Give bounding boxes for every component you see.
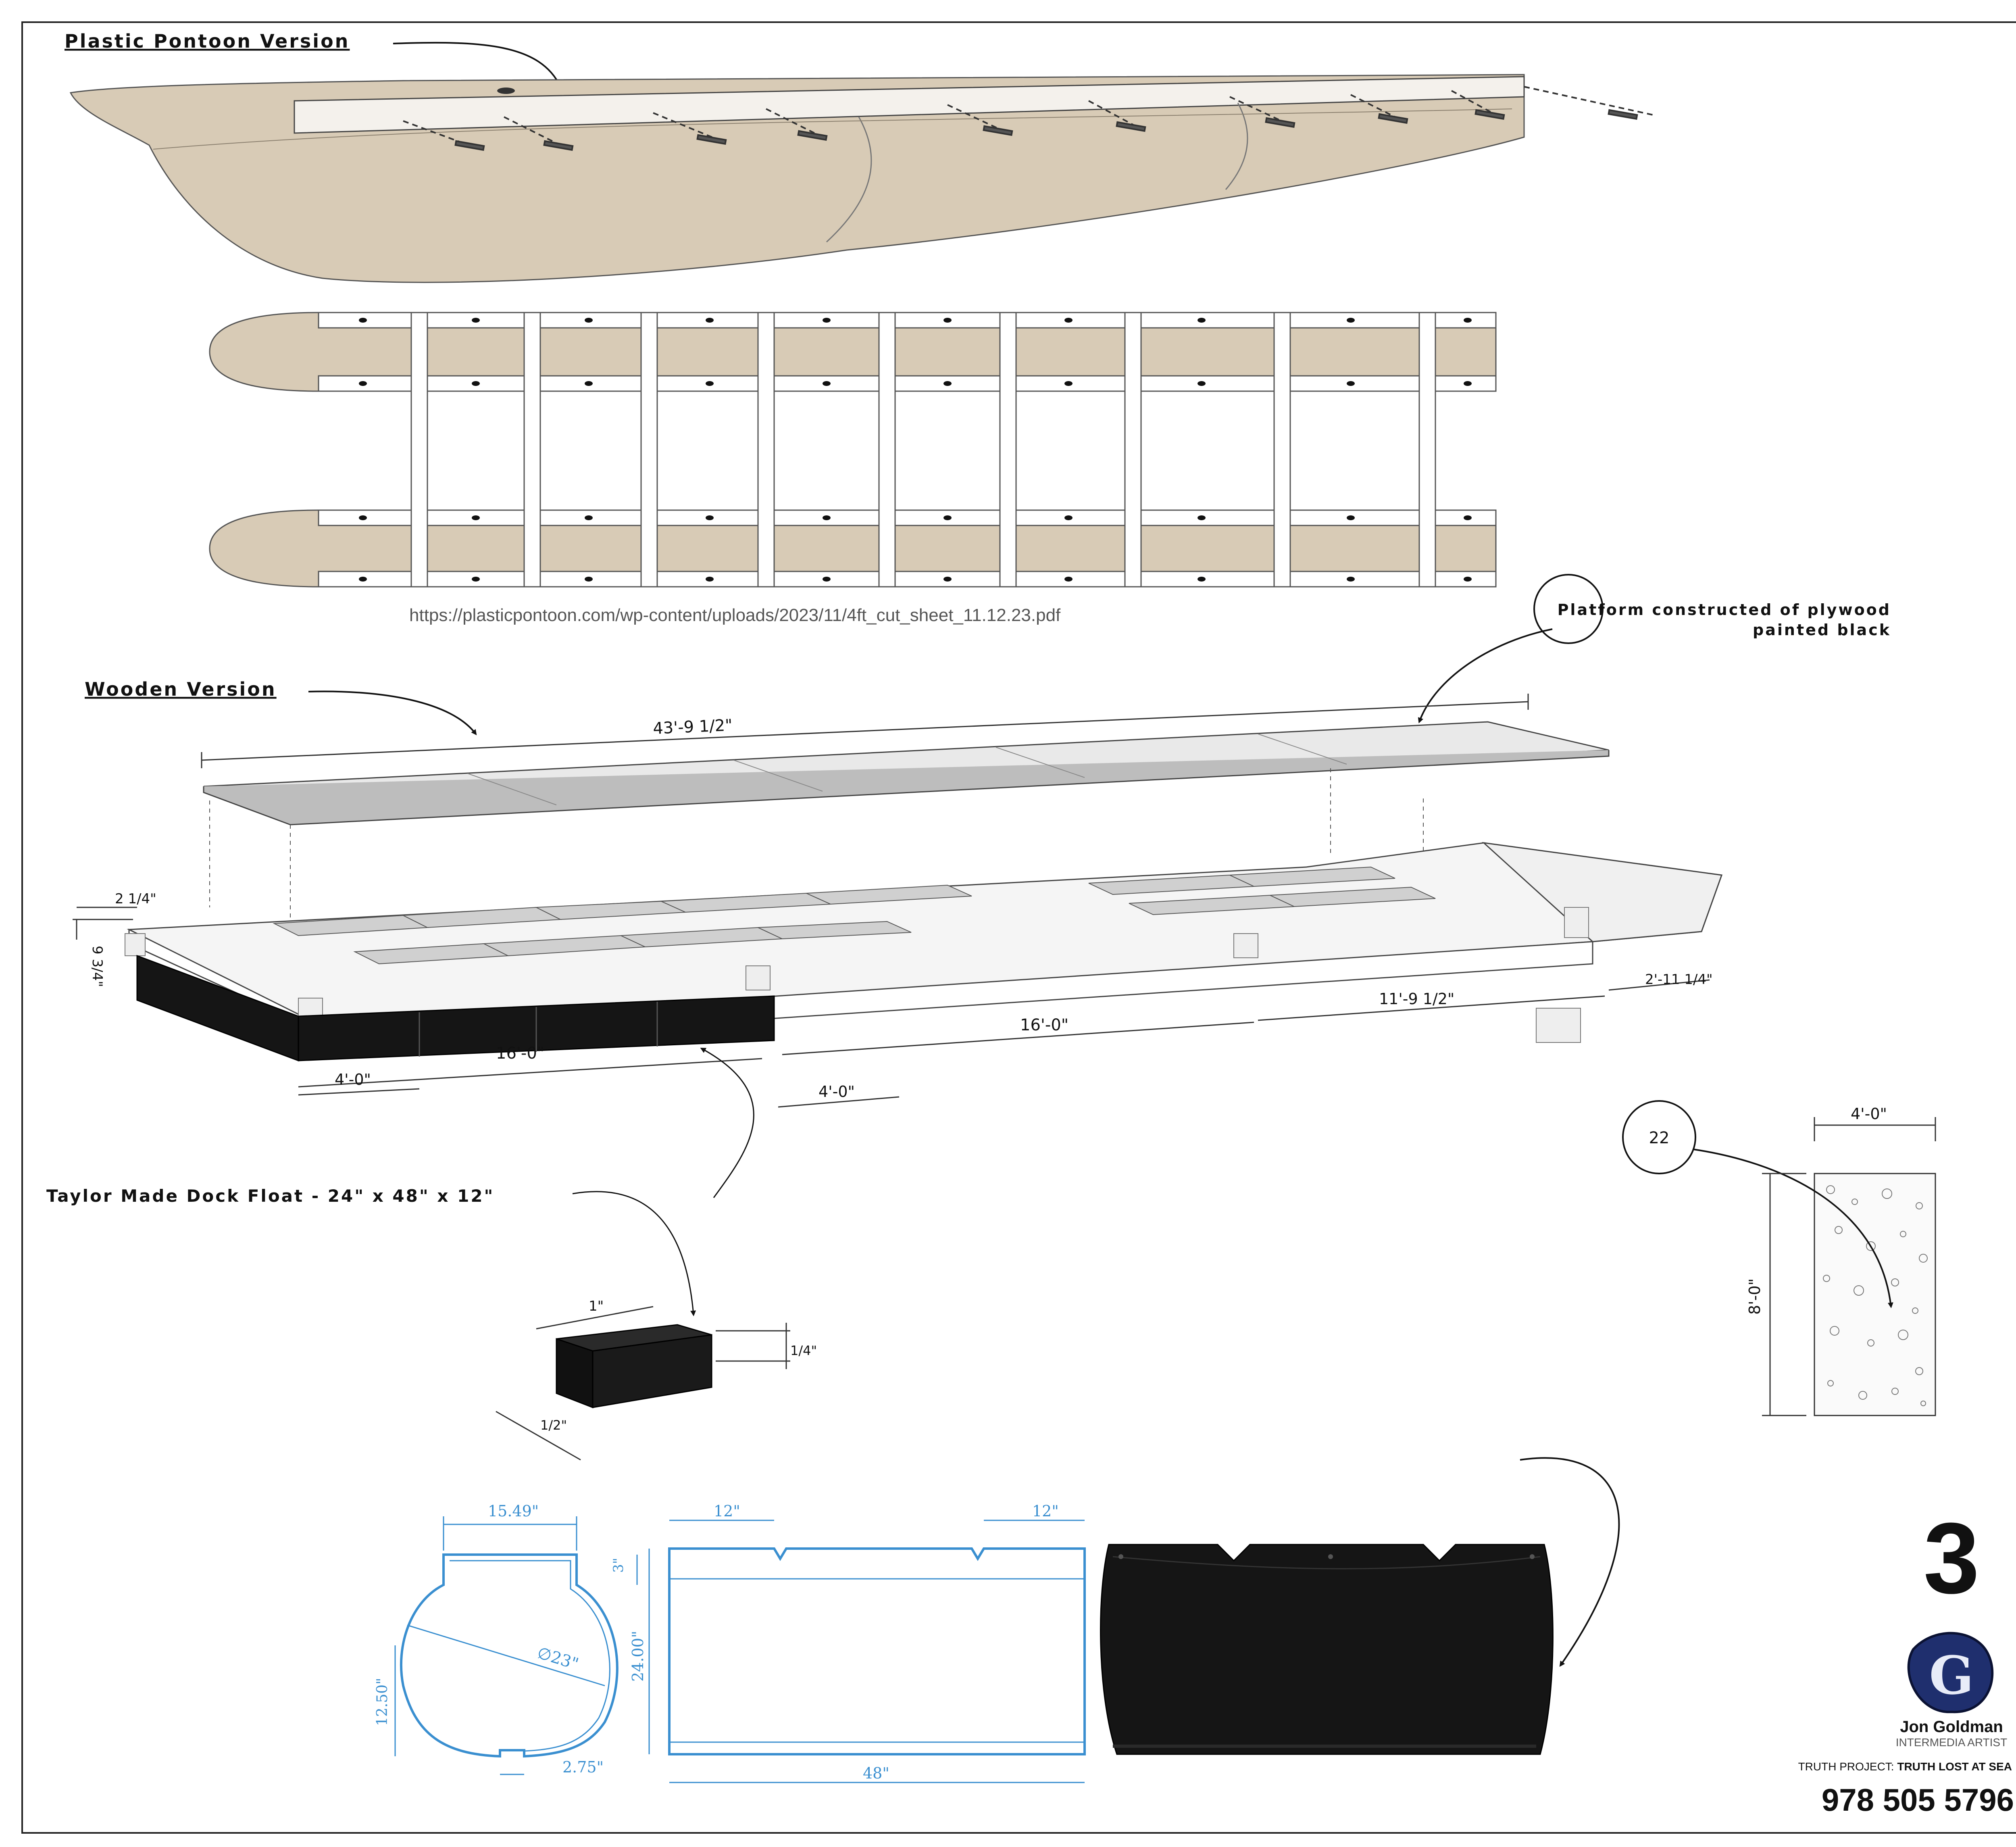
platform-label-line2: painted black [1753, 621, 1891, 639]
source-url: https://plasticpontoon.com/wp-content/up… [409, 605, 1061, 625]
float-render [1100, 1457, 1620, 1755]
phone-number: 978 505 5796 [1822, 1782, 2014, 1818]
foam-panel [1814, 1173, 1936, 1416]
pontoon-plan-view [209, 312, 1497, 588]
panel-arrow [1693, 1149, 1893, 1308]
side-left-notch: 12" [714, 1502, 740, 1520]
panel-detail: 22 4'-0" 8'-0" [1622, 1100, 1936, 1416]
platform-label-line1: Platform constructed of plywood [1558, 601, 1891, 619]
platform-marker-circle [1533, 574, 1604, 644]
side-height: 24.00" [629, 1631, 647, 1682]
dim-float-side: 1/4" [790, 1343, 817, 1358]
wooden-version-label: Wooden Version [85, 678, 277, 700]
dim-float-section: 16'-0" [496, 1044, 544, 1063]
dim-side-height: 9 3/4" [89, 946, 105, 987]
panel-marker-circle [1622, 1100, 1696, 1174]
float-callout-arrow [700, 1048, 754, 1198]
float-label: Taylor Made Dock Float - 24" x 48" x 12" [46, 1186, 494, 1206]
profile-notch-width: 2.75" [562, 1758, 604, 1776]
artist-logo: G [1907, 1632, 1994, 1714]
panel-marker: 22 [1649, 1129, 1670, 1147]
float-side-view: 12" 12" 24.00" 48" [629, 1502, 1086, 1783]
platform-callout: Platform constructed of plywood painted … [1418, 574, 1891, 723]
dim-bow-section: 11'-9 1/2" [1379, 990, 1454, 1008]
plastic-version-arrow [393, 42, 562, 88]
dim-float-unit: 4'-0" [335, 1071, 371, 1088]
float-profile-view: 15.49" 3" ∅23" 12.50" 2.75" [374, 1502, 638, 1776]
artist-title: INTERMEDIA ARTIST [1896, 1736, 2007, 1749]
platform-arrow [1418, 628, 1553, 723]
profile-lower-height: 12.50" [374, 1678, 391, 1726]
dock-float-detail: 1" 1/4" 1/2" [496, 1298, 817, 1461]
svg-text:G: G [1929, 1645, 1974, 1706]
side-right-notch: 12" [1032, 1502, 1059, 1520]
dim-panel-height: 8'-0" [1746, 1278, 1764, 1315]
pontoon-3d-view [69, 74, 1525, 283]
dim-float-top: 1" [589, 1298, 604, 1314]
side-length: 48" [863, 1764, 889, 1782]
sheet-border [21, 21, 2016, 1834]
sheet-number: 3 [1923, 1502, 1979, 1614]
wooden-version-section: Wooden Version 43'-9 1/2" [46, 678, 1723, 1316]
project-line: TRUTH PROJECT: TRUTH LOST AT SEA [1798, 1760, 2012, 1773]
wooden-version-arrow [308, 690, 477, 736]
render-arrow [1520, 1457, 1620, 1667]
profile-diameter: ∅23" [535, 1644, 581, 1674]
dim-top-width: 2 1/4" [115, 891, 156, 907]
dim-panel-width: 4'-0" [1851, 1105, 1887, 1123]
dim-float-base: 1/2" [540, 1418, 567, 1433]
title-block: 3 G Jon Goldman INTERMEDIA ARTIST TRUTH … [1798, 1502, 2014, 1818]
profile-notch-height: 3" [610, 1558, 627, 1573]
dim-mid-section: 16'-0" [1020, 1016, 1068, 1034]
dim-tip-section: 2'-11 1/4" [1645, 971, 1713, 988]
dim-overall-length: 43'-9 1/2" [652, 716, 733, 738]
plastic-version-label: Plastic Pontoon Version [65, 30, 350, 52]
black-floats [136, 955, 775, 1062]
artist-name: Jon Goldman [1900, 1718, 2003, 1736]
plastic-pontoon-section: Plastic Pontoon Version [65, 30, 1654, 625]
profile-top-width: 15.49" [488, 1502, 539, 1520]
dim-gap-unit: 4'-0" [818, 1083, 855, 1101]
fasteners [403, 86, 1654, 151]
float-detail-arrow [572, 1191, 696, 1316]
